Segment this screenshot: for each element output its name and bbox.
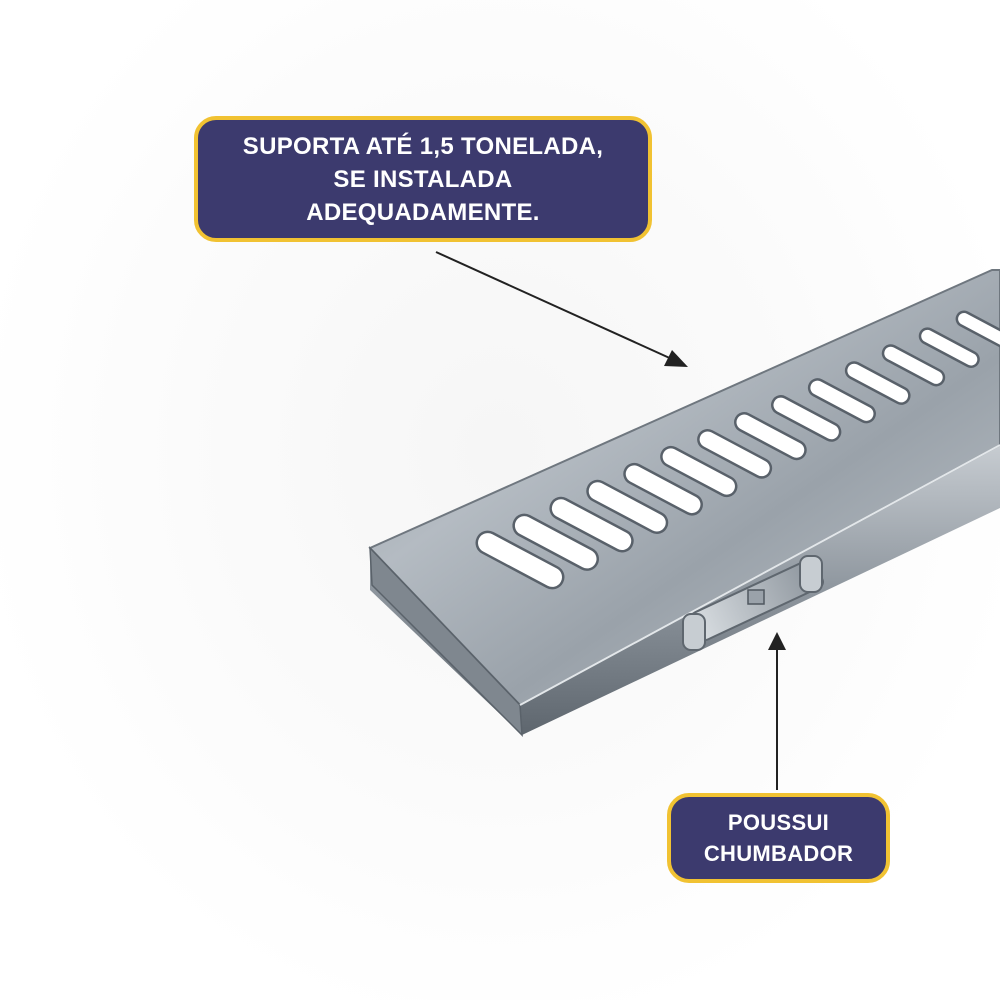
grate-slot [697, 428, 773, 479]
grate-slot [475, 530, 565, 590]
grate-slot [955, 310, 1000, 350]
grate-slot [844, 361, 911, 405]
grate-slot [512, 513, 600, 571]
grate-front-lip [369, 546, 523, 737]
grate-slot [881, 344, 946, 387]
grate-slot [586, 479, 669, 534]
grate-slot [549, 496, 634, 553]
load-capacity-line-3: ADEQUADAMENTE. [306, 198, 540, 226]
load-capacity-line-2: SE INSTALADA [333, 165, 513, 193]
grate-slot [918, 327, 980, 368]
anchor-callout: POUSSUI CHUMBADOR [667, 793, 890, 883]
anchor-clip [682, 555, 824, 651]
grate-slots [475, 310, 1000, 590]
grate-edge-highlight [519, 444, 1000, 706]
load-capacity-callout: SUPORTA ATÉ 1,5 TONELADA, SE INSTALADA A… [194, 116, 652, 242]
grate-slot [660, 445, 738, 498]
bottom-callout-arrow [768, 632, 786, 790]
grate-slot [807, 378, 876, 424]
grate-slot [623, 462, 703, 516]
top-callout-arrow [435, 251, 688, 367]
load-capacity-line-1: SUPORTA ATÉ 1,5 TONELADA, [242, 132, 604, 160]
anchor-line-2: CHUMBADOR [703, 841, 854, 866]
anchor-line-1: POUSSUI [727, 810, 830, 835]
grate-slot [734, 412, 807, 461]
grate-slot [771, 395, 842, 442]
